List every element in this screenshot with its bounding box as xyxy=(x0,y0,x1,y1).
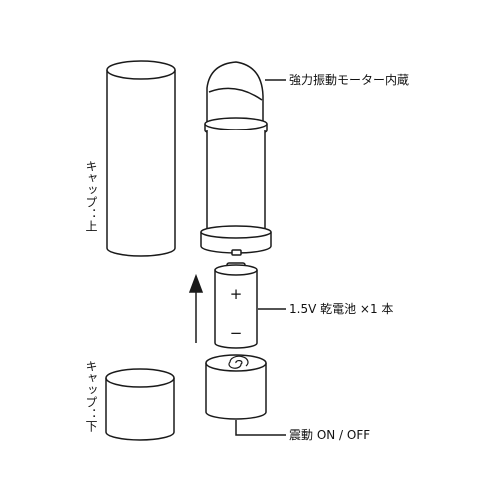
cap-top xyxy=(106,60,176,257)
cap-bottom-label: キャップ：下 xyxy=(84,360,98,432)
cap-top-label: キャップ：上 xyxy=(84,160,98,232)
motor-label: 強力振動モーター内蔵 xyxy=(289,73,409,87)
up-arrow-icon xyxy=(188,273,204,343)
switch-label: 震動 ON / OFF xyxy=(289,428,370,442)
motor-body xyxy=(200,61,272,256)
battery-plus-sign: + xyxy=(230,285,243,303)
switch-leader-line xyxy=(235,420,286,436)
battery xyxy=(214,262,258,349)
battery-minus-sign: − xyxy=(230,324,243,342)
cap-bottom xyxy=(105,368,175,441)
battery-label: 1.5V 乾電池 ×1 本 xyxy=(289,302,393,316)
switch-spiral-icon xyxy=(228,355,249,369)
switch-base xyxy=(205,354,267,420)
